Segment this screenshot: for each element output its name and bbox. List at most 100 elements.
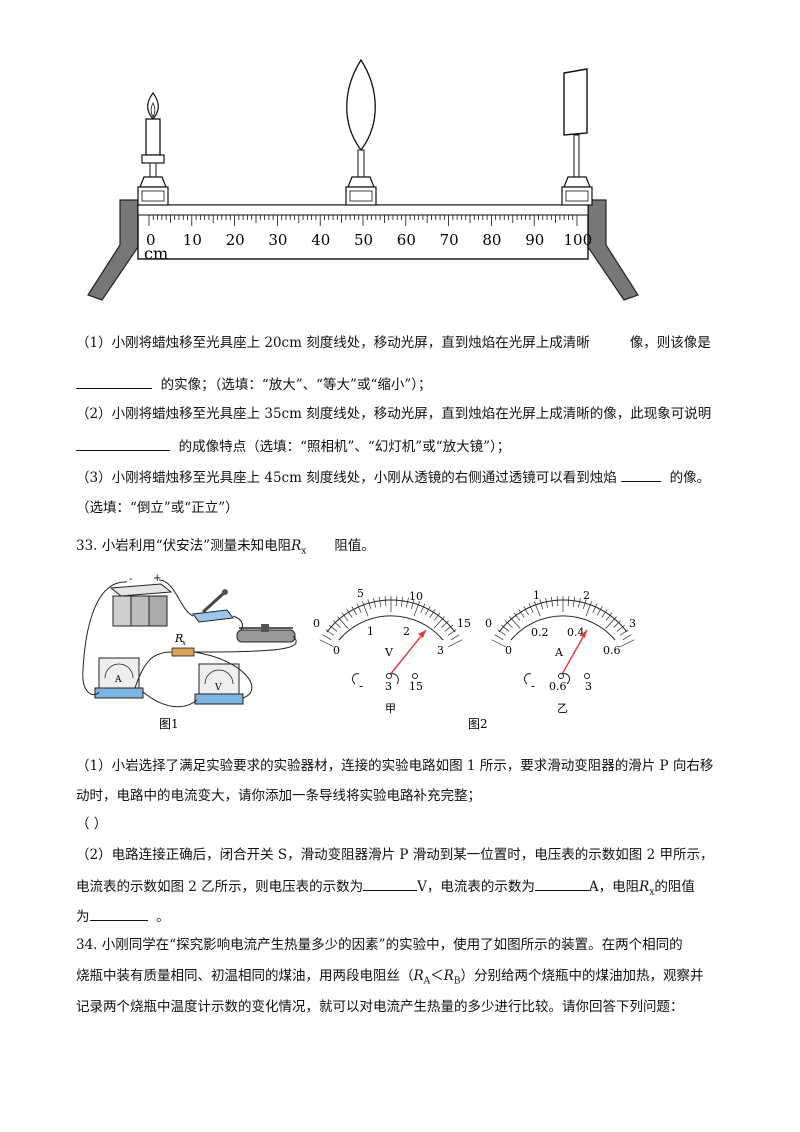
dial-tick <box>619 639 635 648</box>
battery-pack: - + <box>109 573 173 627</box>
v-top-5: 5 <box>357 587 364 600</box>
less-than-symbol: ＜ <box>430 968 444 984</box>
dial-tick <box>528 603 534 613</box>
q33-p2-text-b4: 的阻值 <box>654 879 695 895</box>
ruler-label: 60 <box>397 231 416 249</box>
q34-text-1: 34. 小刚同学在“探究影响电流产生热量多少的因素”的实验中，使用了如图所示的装… <box>76 937 683 953</box>
answer-blank-device[interactable] <box>76 436 170 451</box>
q34-line1: 34. 小刚同学在“探究影响电流产生热量多少的因素”的实验中，使用了如图所示的装… <box>76 935 683 955</box>
circuit-figure-1: - + R x A V 图1 <box>82 573 297 731</box>
dial-tick <box>433 612 441 621</box>
a-top-2: 2 <box>583 589 590 602</box>
answer-blank-current[interactable] <box>534 876 589 891</box>
q33-p2-text-c1: 为 <box>76 909 90 925</box>
v-top-0: 0 <box>313 617 320 630</box>
q34-line2: 烧瓶中装有质量相同、初温相同的煤油，用两段电阻丝（RA＜RB）分别给两个烧瓶中的… <box>76 966 703 992</box>
dial-tick <box>325 629 335 636</box>
switch[interactable] <box>192 589 234 623</box>
sliding-rheostat[interactable] <box>236 624 296 643</box>
ammeter-dial: 0 1 2 3 0 0.2 0.4 0.6 A - 0.6 3 乙 <box>485 589 636 715</box>
meters-figure-2: 0 5 10 15 0 1 2 3 V - 3 15 甲 0 1 2 3 0 0… <box>313 587 636 730</box>
rx-symbol-2: R <box>639 879 650 895</box>
q32-p2-text-b: 的成像特点（选填：“照相机”、“幻灯机”或“放大镜”）； <box>178 439 511 455</box>
q33-intro-text: 33. 小岩利用“伏安法”测量未知电阻 <box>76 538 292 554</box>
q33-p2-text-c2: 。 <box>156 909 170 925</box>
dial-tick <box>619 629 629 636</box>
dial-tick <box>556 596 559 607</box>
convex-lens <box>345 58 377 206</box>
q33-p2-text-b2: V，电流表的示数为 <box>417 879 535 895</box>
ra-symbol: R <box>413 968 424 984</box>
dial-tick <box>504 620 513 628</box>
a-bot-0-2: 0.2 <box>531 626 549 639</box>
dial-tick <box>518 609 525 618</box>
dial-tick <box>497 629 507 636</box>
dial-tick <box>550 596 554 607</box>
voltmeter-caption: 甲 <box>385 702 396 715</box>
dial-tick <box>613 620 622 628</box>
v-terminal-3: 3 <box>385 680 392 693</box>
answer-blank-orientation[interactable] <box>621 467 662 482</box>
v-bot-1: 1 <box>367 625 374 638</box>
dial-tick <box>545 597 549 608</box>
ruler-label: 30 <box>268 231 287 249</box>
q33-part2-line1: （2）电路连接正确后，闭合开关 S，滑动变阻器滑片 P 滑动到某一位置时，电压表… <box>76 845 713 865</box>
dial-tick <box>539 599 544 610</box>
battery-minus: - <box>129 574 132 585</box>
q33-p2-text-b1: 电流表的示数如图 2 乙所示，则电压表的示数为 <box>76 879 364 895</box>
dial-tick <box>447 639 463 648</box>
dial-tick <box>533 601 541 617</box>
answer-blank-resistance[interactable] <box>89 906 148 921</box>
q33-p1-text-b: 动时，电路中的电流变大，请你添加一条导线将实验电路补充完整； <box>76 788 481 804</box>
ammeter-ticks <box>491 596 635 648</box>
dial-tick <box>351 606 357 616</box>
q32-part3-line1: （3）小刚将蜡烛移至光具座上 45cm 刻度线处，小刚从透镜的右侧通过透镜可以看… <box>76 467 710 488</box>
q33-part2-line3: 为 。 <box>76 906 170 927</box>
q33-p1-text-a: （1）小岩选择了满足实验要求的实验器材，连接的实验电路如图 1 所示，要求滑动变… <box>76 758 714 774</box>
rx-label-sub: x <box>182 639 186 647</box>
v-terminal-15: 15 <box>409 680 423 693</box>
a-top-1: 1 <box>533 589 540 602</box>
dial-tick <box>429 609 436 618</box>
dial-tick <box>577 597 581 608</box>
answer-blank-image-size[interactable] <box>76 374 152 389</box>
dial-tick <box>447 629 457 636</box>
ruler-label: 90 <box>525 231 544 249</box>
q33-p1-answer-bracket[interactable]: （ ） <box>76 816 108 832</box>
q32-p3-text-c: （选填：“倒立”或“正立”） <box>76 500 239 516</box>
dial-tick <box>491 639 507 648</box>
dial-tick <box>616 624 625 632</box>
dial-tick <box>405 597 409 608</box>
v-bot-3: 3 <box>437 644 444 657</box>
ruler-ticks <box>148 215 578 226</box>
ra-subscript: A <box>423 976 431 987</box>
figure-2-label: 图2 <box>468 717 488 730</box>
dial-tick <box>572 596 576 607</box>
dial-tick <box>384 596 387 607</box>
ruler-label: 0 <box>146 231 156 249</box>
q32-part3-line2: （选填：“倒立”或“正立”） <box>76 498 239 518</box>
voltmeter-letter: V <box>214 683 222 693</box>
q32-p1-text-b: 像，则该像是 <box>629 335 711 351</box>
q33-part1-line3[interactable]: （ ） <box>76 814 107 834</box>
voltmeter: V <box>194 663 244 705</box>
dial-tick <box>425 606 431 616</box>
dial-tick <box>410 599 415 610</box>
ruler-label: 10 <box>183 231 202 249</box>
q32-p3-text-b: 的像。 <box>669 470 711 486</box>
dial-tick <box>523 606 529 616</box>
a-terminal-0-6: 0.6 <box>549 680 567 693</box>
answer-blank-voltage[interactable] <box>363 876 418 891</box>
v-unit: V <box>384 646 394 659</box>
q32-p2-text-a: （2）小刚将蜡烛移至光具座上 35cm 刻度线处，移动光屏，直到烛焰在光屏上成清… <box>76 406 712 422</box>
v-terminal-minus: - <box>359 679 363 693</box>
dial-tick <box>413 601 421 617</box>
light-screen <box>561 68 593 206</box>
ruler-label: 20 <box>226 231 245 249</box>
rx-subscript: x <box>301 546 307 557</box>
q32-part2-line1: （2）小刚将蜡烛移至光具座上 35cm 刻度线处，移动光屏，直到烛焰在光屏上成清… <box>76 404 711 424</box>
a-terminal-minus: - <box>531 679 535 693</box>
dial-tick <box>441 620 450 628</box>
dial-tick <box>400 596 404 607</box>
